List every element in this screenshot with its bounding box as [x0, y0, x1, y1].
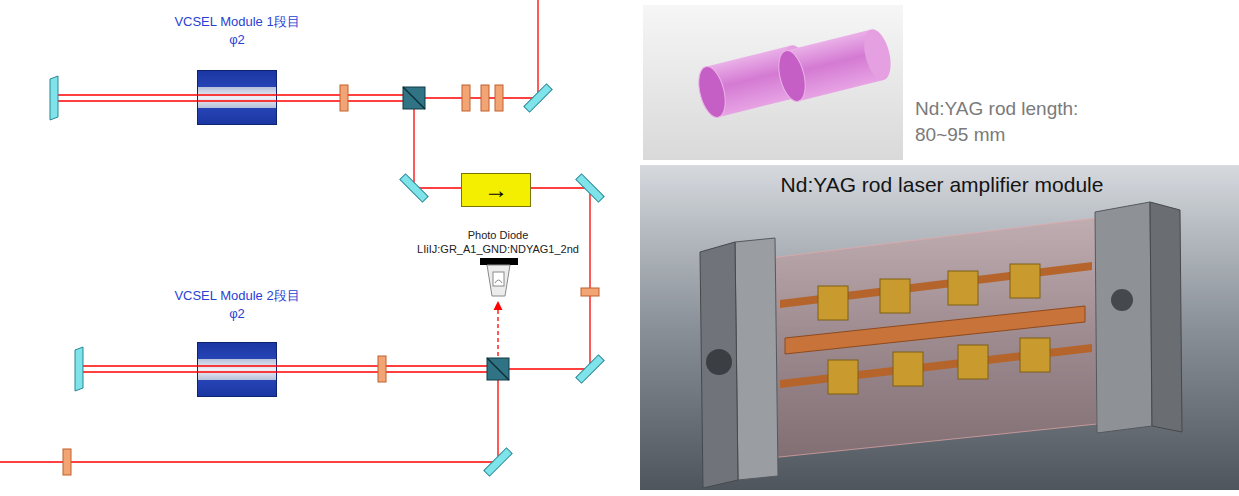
end-mirror	[75, 347, 83, 391]
beam-splitter-cube	[403, 87, 425, 109]
laser-beam	[197, 95, 277, 372]
faraday-isolator: →	[461, 173, 531, 207]
beam-splitter-cube	[487, 358, 509, 380]
vcsel-module: VCSEL Module 2段目φ2	[197, 342, 277, 397]
signal-name: LIiIJ:GR_A1_GND:NDYAG1_2nd	[417, 242, 579, 256]
panel-title: Nd:YAG rod laser amplifier module	[640, 165, 1239, 198]
module-heading: VCSEL Module 2段目	[174, 287, 299, 305]
rod-length-note: Nd:YAG rod length: 80~95 mm	[915, 96, 1095, 148]
heading-group: VCSEL Module 2段目φ2	[174, 287, 299, 323]
wave-plate	[63, 85, 599, 475]
photo-diode-symbol	[480, 258, 518, 296]
laser-beam	[0, 0, 590, 462]
module-heading: φ2	[174, 305, 299, 323]
heading-group: Photo DiodeLIiIJ:GR_A1_GND:NDYAG1_2nd	[417, 228, 579, 256]
text-group: Nd:YAG rod laser amplifier module	[640, 165, 1239, 198]
rod-photo	[643, 5, 903, 160]
signal-name: Photo Diode	[417, 228, 579, 242]
vcsel-module: VCSEL Module 1段目φ2	[197, 70, 277, 125]
amplifier-module-render	[700, 202, 1182, 488]
turning-mirror	[576, 174, 604, 202]
text-group: →	[484, 177, 508, 203]
module-heading: VCSEL Module 1段目	[174, 13, 299, 31]
turning-mirror	[400, 174, 428, 202]
rod-length-note-box: Nd:YAG rod length: 80~95 mm	[915, 96, 1095, 148]
end-mirror	[50, 76, 58, 120]
amplifier-render-panel: Nd:YAG rod laser amplifier module	[640, 165, 1239, 490]
turning-mirror	[484, 448, 512, 476]
monitor-beam	[497, 302, 498, 356]
heading-group: VCSEL Module 1段目φ2	[174, 13, 299, 49]
isolator-arrow: →	[484, 177, 508, 203]
photo-diode: Photo DiodeLIiIJ:GR_A1_GND:NDYAG1_2nd	[482, 258, 514, 298]
turning-mirror	[576, 355, 604, 383]
module-heading: φ2	[174, 31, 299, 49]
turning-mirror	[524, 84, 552, 112]
